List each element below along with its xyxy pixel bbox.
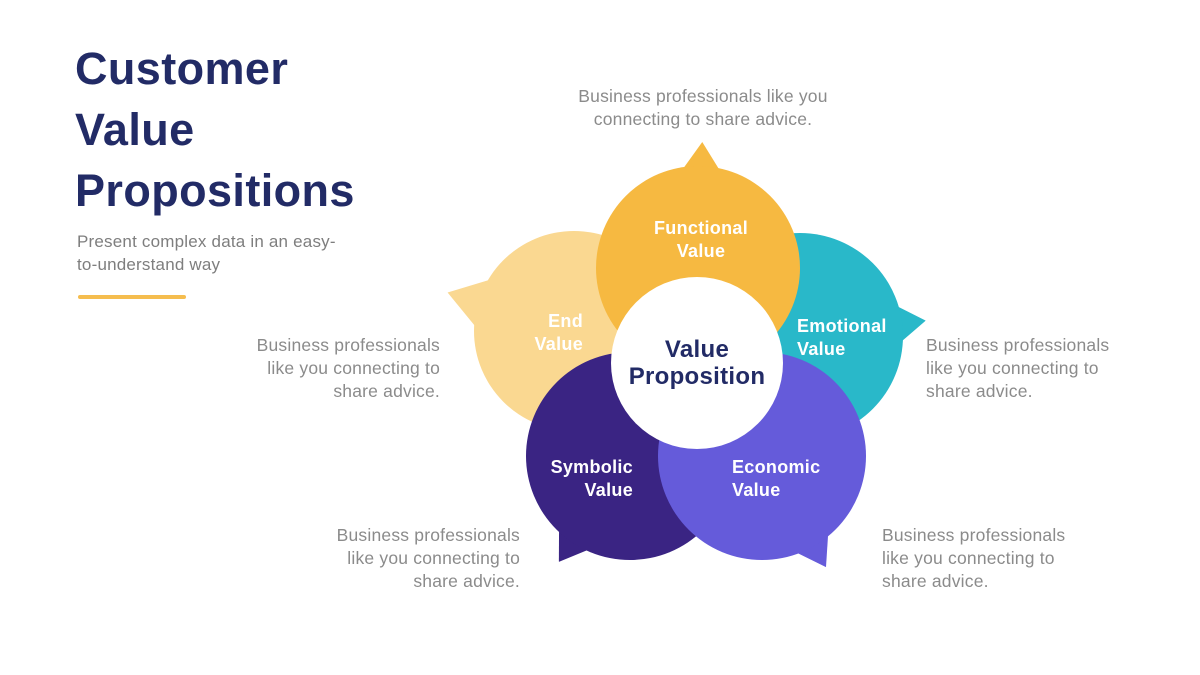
caption-functional: Business professionals like you connecti…	[578, 86, 828, 129]
page-title: Customer Value Propositions	[75, 43, 355, 216]
label-value-proposition: Value Proposition	[628, 336, 766, 390]
caption-end: Business professionals like you connecti…	[256, 335, 440, 401]
caption-emotional: Business professionals like you connecti…	[926, 335, 1110, 401]
accent-divider	[78, 295, 186, 299]
page-subtitle: Present complex data in an easy- to-unde…	[77, 232, 336, 274]
label-economic-value: Economic Value	[732, 457, 821, 500]
label-symbolic-value: Symbolic Value	[550, 457, 633, 500]
label-emotional-value: Emotional Value	[797, 316, 887, 359]
label-end-value: End Value	[534, 311, 583, 354]
center-circle	[611, 277, 783, 449]
label-functional-value: Functional Value	[654, 218, 748, 261]
caption-economic: Business professionals like you connecti…	[882, 525, 1066, 591]
caption-symbolic: Business professionals like you connecti…	[336, 525, 520, 591]
